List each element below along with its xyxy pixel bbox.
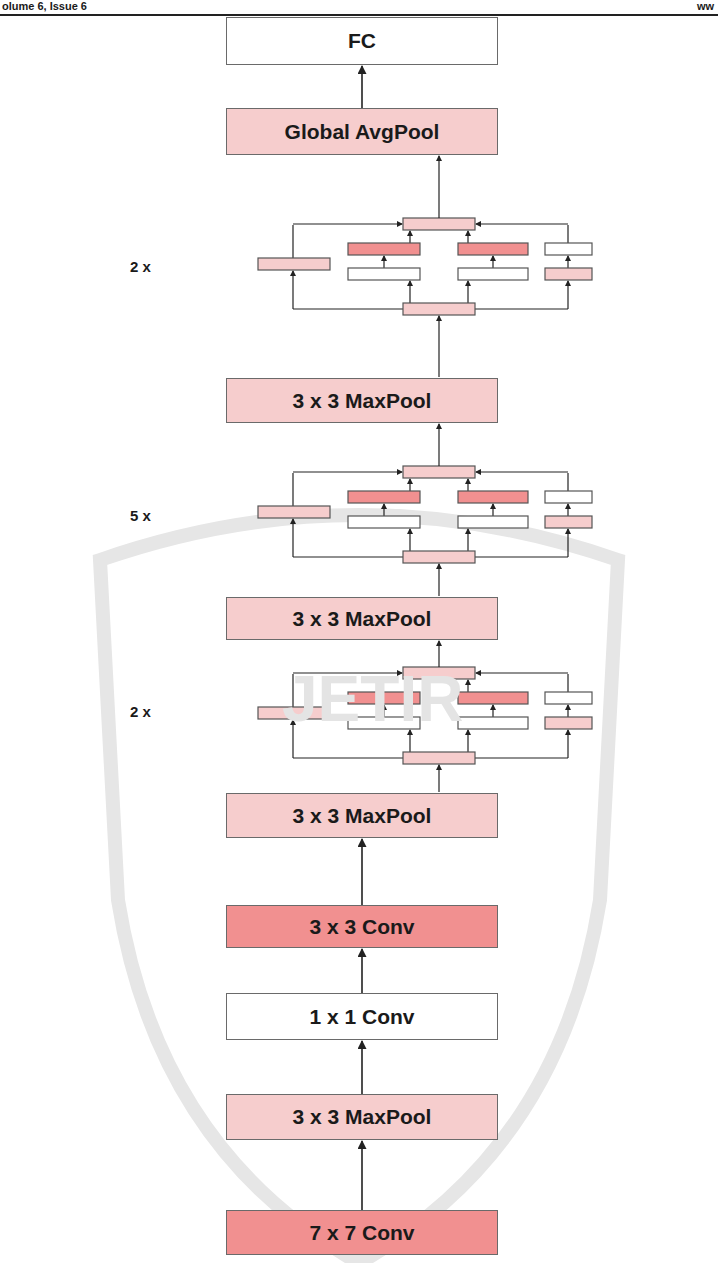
inception-layer: [348, 516, 420, 528]
inception-wire: [467, 730, 468, 752]
flow-arrow: [361, 949, 363, 993]
inception-layer: [403, 218, 475, 230]
inception-wire: [293, 757, 403, 758]
watermark-shield: [100, 515, 618, 1263]
inception-wire: [409, 281, 410, 303]
inception-wire: [567, 730, 568, 758]
layer-name: 1 x 1 Conv: [309, 1005, 414, 1029]
flow-arrow: [361, 66, 363, 108]
header-rule: [0, 14, 718, 16]
inception-wire: [467, 281, 468, 303]
inception-layer: [458, 491, 528, 503]
inception-wire: [292, 225, 293, 258]
inception-wire: [292, 519, 293, 557]
inception-wire: [567, 473, 568, 491]
inception-wire: [492, 256, 493, 268]
inception-wire: [292, 473, 293, 506]
inception-wire: [293, 308, 403, 309]
layer-name: 3 x 3 MaxPool: [293, 607, 432, 631]
inception-wire: [409, 529, 410, 551]
flow-arrow: [361, 1041, 363, 1094]
inception-wire: [438, 564, 439, 596]
flow-arrow: [361, 839, 363, 905]
inception-layer: [458, 243, 528, 255]
inception-wire: [475, 556, 568, 557]
inception-layer: [458, 268, 528, 280]
layer-name: 7 x 7 Conv: [309, 1221, 414, 1245]
inception-wire: [567, 705, 568, 717]
inception-wire: [467, 680, 468, 692]
layer-box: FC: [226, 17, 498, 65]
inception-layer: [403, 551, 475, 563]
inception-wire: [476, 471, 568, 472]
inception-layer: [258, 506, 330, 518]
inception-wire: [567, 674, 568, 692]
inception-wire: [475, 757, 568, 758]
layer-box: 3 x 3 Conv: [226, 905, 498, 948]
inception-wire: [467, 479, 468, 491]
inception-wire: [492, 705, 493, 717]
inception-layer: [348, 491, 420, 503]
inception-layer: [403, 466, 475, 478]
layer-box: Global AvgPool: [226, 108, 498, 155]
inception-wire: [567, 529, 568, 557]
layer-box: 1 x 1 Conv: [226, 993, 498, 1040]
inception-wire: [409, 479, 410, 491]
inception-wire: [438, 316, 439, 377]
page-header: olume 6, Issue 6: [2, 0, 87, 12]
inception-wire: [438, 156, 439, 218]
inception-layer: [545, 268, 592, 280]
layer-name: Global AvgPool: [285, 120, 440, 144]
layer-name: 3 x 3 Conv: [309, 915, 414, 939]
inception-layer: [458, 692, 528, 704]
inception-wire: [293, 556, 403, 557]
inception-layer: [545, 243, 592, 255]
repeat-count: 5 x: [130, 507, 151, 524]
inception-wire: [476, 223, 568, 224]
layer-name: 3 x 3 MaxPool: [293, 389, 432, 413]
layer-name: 3 x 3 MaxPool: [293, 1105, 432, 1129]
flow-arrow: [361, 1141, 363, 1210]
inception-wire: [567, 225, 568, 243]
inception-wire: [292, 271, 293, 309]
layer-box: 3 x 3 MaxPool: [226, 793, 498, 838]
inception-layer: [545, 491, 592, 503]
inception-wire: [438, 765, 439, 792]
inception-layer: [403, 303, 475, 315]
inception-layer: [258, 258, 330, 270]
inception-layer: [348, 268, 420, 280]
layer-box: 7 x 7 Conv: [226, 1210, 498, 1255]
repeat-count: 2 x: [130, 703, 151, 720]
inception-wire: [383, 256, 384, 268]
page-header: ww: [697, 0, 714, 12]
inception-wire: [567, 256, 568, 268]
inception-wire: [476, 672, 568, 673]
repeat-count: 2 x: [130, 258, 151, 275]
inception-wire: [467, 231, 468, 243]
inception-layer: [403, 752, 475, 764]
layer-box: 3 x 3 MaxPool: [226, 597, 498, 640]
inception-wire: [293, 223, 402, 224]
inception-wire: [492, 504, 493, 516]
inception-wire: [467, 529, 468, 551]
watermark: JETIR: [282, 662, 463, 736]
inception-wire: [293, 471, 402, 472]
layer-name: FC: [348, 29, 376, 53]
inception-layer: [545, 516, 592, 528]
inception-layer: [545, 692, 592, 704]
inception-wire: [438, 424, 439, 466]
layer-box: 3 x 3 MaxPool: [226, 378, 498, 423]
inception-wire: [567, 281, 568, 309]
inception-wire: [475, 308, 568, 309]
inception-layer: [545, 717, 592, 729]
inception-layer: [458, 516, 528, 528]
inception-layer: [458, 717, 528, 729]
layer-name: 3 x 3 MaxPool: [293, 804, 432, 828]
inception-wire: [567, 504, 568, 516]
inception-wire: [409, 231, 410, 243]
layer-box: 3 x 3 MaxPool: [226, 1094, 498, 1140]
inception-layer: [348, 243, 420, 255]
inception-wire: [383, 504, 384, 516]
